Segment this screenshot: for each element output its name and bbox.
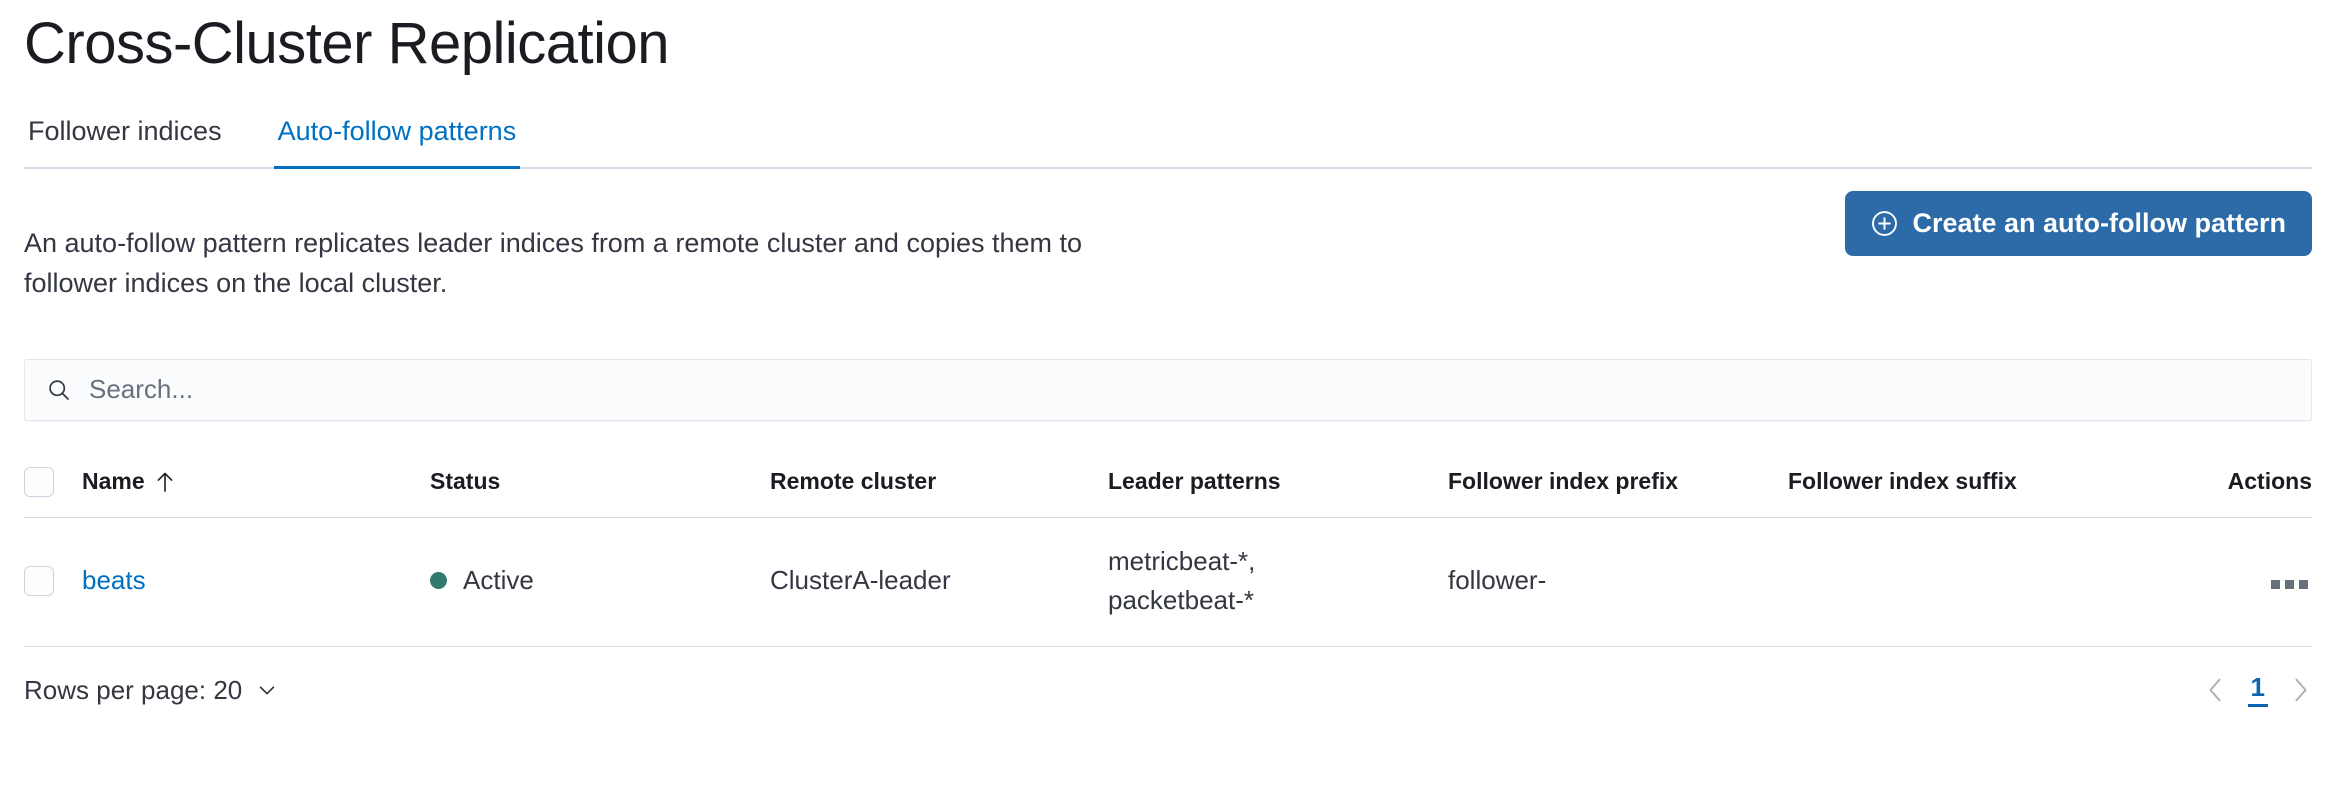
cell-actions xyxy=(2208,517,2312,647)
cell-leader-patterns: metricbeat-*, packetbeat-* xyxy=(1108,517,1448,647)
tab-follower-indices[interactable]: Follower indices xyxy=(24,115,226,167)
pagination-page-1[interactable]: 1 xyxy=(2247,673,2268,708)
column-header-follower-index-prefix[interactable]: Follower index prefix xyxy=(1448,444,1788,518)
chevron-left-icon[interactable] xyxy=(2204,677,2226,703)
column-label: Remote cluster xyxy=(770,468,937,495)
pattern-name-link[interactable]: beats xyxy=(82,565,146,596)
ellipsis-horizontal-icon xyxy=(2271,580,2280,590)
column-label: Name xyxy=(82,468,145,495)
row-checkbox[interactable] xyxy=(24,565,54,596)
auto-follow-patterns-table: Name Status Remote cluster Leader patter… xyxy=(24,444,2312,647)
column-label: Status xyxy=(430,468,501,495)
pagination: 1 xyxy=(2204,673,2312,708)
row-actions-menu-button[interactable] xyxy=(2267,576,2312,593)
column-header-follower-index-suffix[interactable]: Follower index suffix xyxy=(1788,444,2208,518)
arrow-up-icon xyxy=(157,472,173,492)
row-select-cell xyxy=(24,517,82,647)
intro-section: An auto-follow pattern replicates leader… xyxy=(24,190,2312,331)
tab-auto-follow-patterns[interactable]: Auto-follow patterns xyxy=(273,115,521,169)
table-footer: Rows per page: 20 1 xyxy=(24,673,2312,708)
sort-by-name-control[interactable]: Name xyxy=(82,468,175,495)
column-header-leader-patterns[interactable]: Leader patterns xyxy=(1108,444,1448,518)
create-button-label: Create an auto-follow pattern xyxy=(1912,207,2286,238)
tab-label: Follower indices xyxy=(28,115,222,146)
page-description: An auto-follow pattern replicates leader… xyxy=(24,227,1083,298)
select-all-header xyxy=(24,444,82,518)
create-auto-follow-pattern-button[interactable]: Create an auto-follow pattern xyxy=(1845,190,2312,256)
table-header-row: Name Status Remote cluster Leader patter… xyxy=(24,444,2312,518)
chevron-down-icon xyxy=(260,686,275,695)
tab-bar: Follower indices Auto-follow patterns xyxy=(24,115,2312,169)
column-label: Leader patterns xyxy=(1108,468,1281,495)
cell-name: beats xyxy=(82,517,430,647)
table-row: beats Active ClusterA-leader metricbeat-… xyxy=(24,517,2312,647)
cell-follower-index-suffix xyxy=(1788,517,2208,647)
cell-remote-cluster: ClusterA-leader xyxy=(770,517,1108,647)
search-icon xyxy=(49,379,69,400)
table-head: Name Status Remote cluster Leader patter… xyxy=(24,444,2312,518)
column-label: Follower index suffix xyxy=(1788,468,2017,495)
status-dot-icon xyxy=(430,572,447,590)
search-input[interactable] xyxy=(89,374,2289,406)
column-header-name[interactable]: Name xyxy=(82,444,430,518)
table-body: beats Active ClusterA-leader metricbeat-… xyxy=(24,517,2312,647)
status-label: Active xyxy=(463,565,534,596)
column-header-remote-cluster[interactable]: Remote cluster xyxy=(770,444,1108,518)
cell-status: Active xyxy=(430,517,770,647)
column-header-actions: Actions xyxy=(2208,444,2312,518)
rows-per-page-label: Rows per page: 20 xyxy=(24,674,243,705)
ellipsis-horizontal-icon xyxy=(2285,580,2294,590)
status-badge: Active xyxy=(430,565,534,596)
column-label: Follower index prefix xyxy=(1448,468,1679,495)
rows-per-page-selector[interactable]: Rows per page: 20 xyxy=(24,675,278,706)
leader-patterns-value: metricbeat-*, packetbeat-* xyxy=(1108,545,1256,615)
tab-label: Auto-follow patterns xyxy=(277,115,517,146)
select-all-checkbox[interactable] xyxy=(24,466,54,497)
plus-in-circle-icon xyxy=(1872,210,1898,236)
column-header-status[interactable]: Status xyxy=(430,444,770,518)
search-bar[interactable] xyxy=(24,358,2312,421)
page-title: Cross-Cluster Replication xyxy=(24,11,670,76)
column-label: Actions xyxy=(2227,468,2312,495)
chevron-right-icon[interactable] xyxy=(2290,677,2312,703)
cell-follower-index-prefix: follower- xyxy=(1448,517,1788,647)
ellipsis-horizontal-icon xyxy=(2299,580,2308,590)
